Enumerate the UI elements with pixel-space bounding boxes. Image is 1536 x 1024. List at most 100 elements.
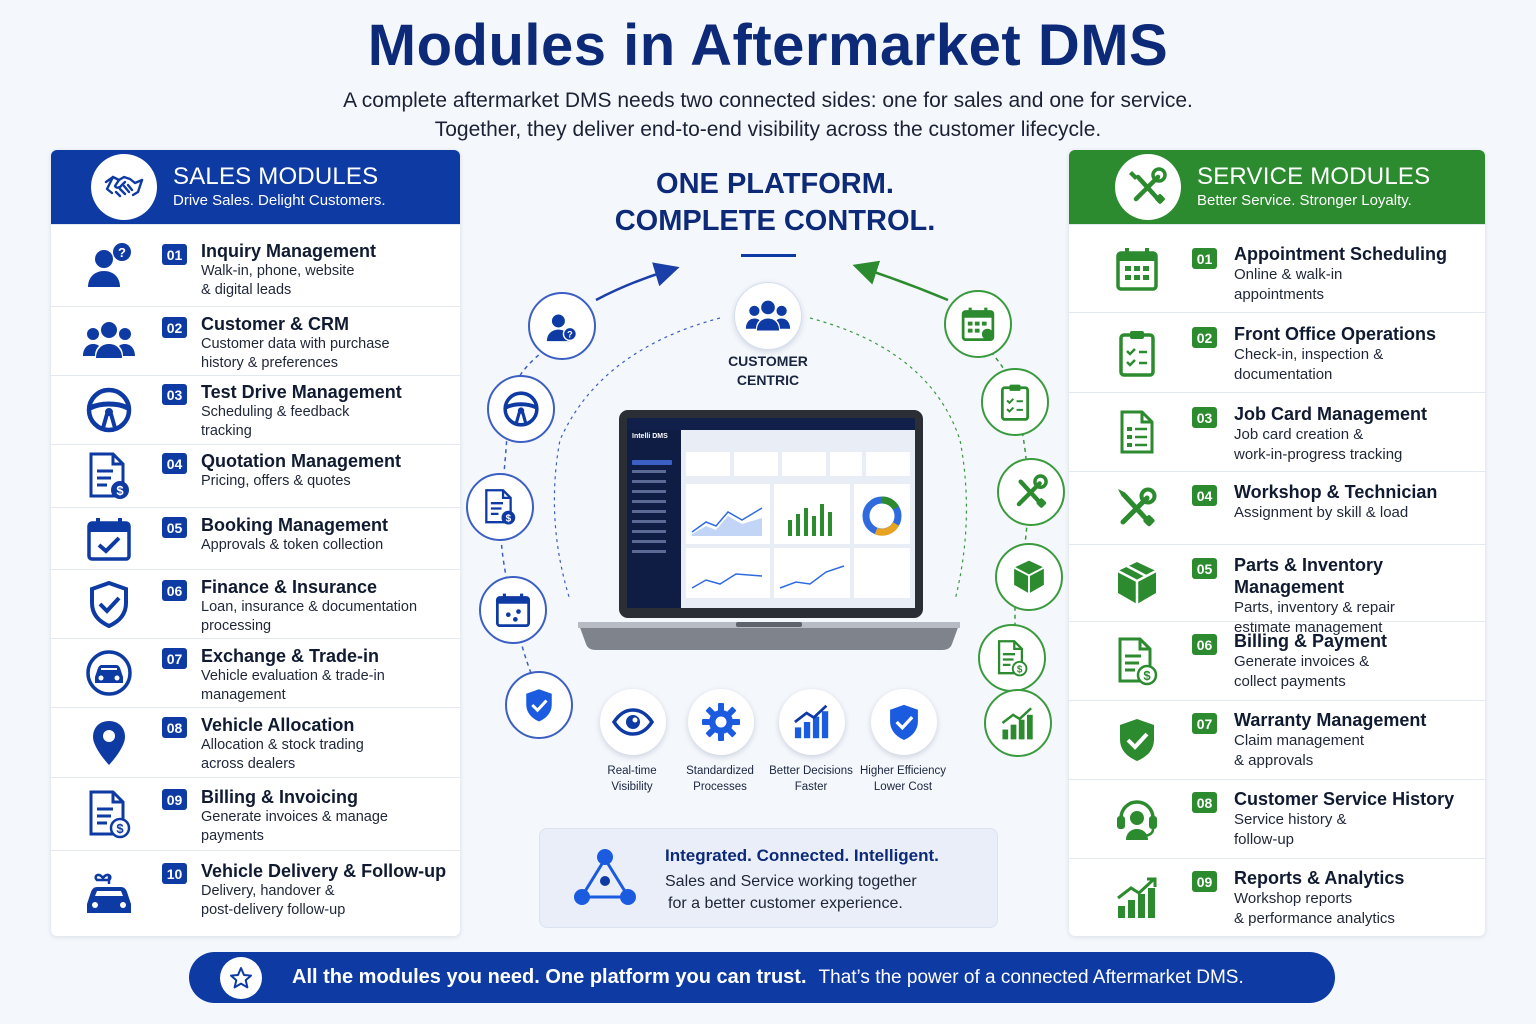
service-module-appointment[interactable]: 01 Appointment Scheduling Online & walk-… [1069, 224, 1485, 312]
service-item-title: Appointment Scheduling [1234, 244, 1447, 264]
benefit-label-line-2: Lower Cost [873, 781, 933, 793]
service-item-number: 07 [1192, 713, 1217, 734]
svg-text:$: $ [1017, 664, 1023, 675]
integrated-line-1: Sales and Service working together [665, 873, 917, 890]
sales-item-number: 06 [162, 580, 187, 601]
sales-item-desc: Vehicle evaluation & trade-in [201, 668, 385, 684]
orbit-shield-check-icon [505, 671, 573, 739]
service-item-desc: Workshop reports [1234, 890, 1353, 907]
customer-centric-line-1: CUSTOMER [728, 353, 808, 369]
benefit-label-line-1: Better Decisions [769, 765, 853, 777]
service-module-billing[interactable]: $ 06 Billing & Payment Generate invoices… [1069, 621, 1485, 700]
orbit-user-question-icon: ? [528, 292, 596, 360]
benefit-efficiency-label: Higher Efficiency Lower Cost [855, 763, 951, 795]
sales-module-allocation[interactable]: 08 Vehicle Allocation Allocation & stock… [51, 707, 460, 777]
service-item-number: 08 [1192, 792, 1217, 813]
svg-text:?: ? [118, 245, 126, 260]
warranty-shield-icon [1109, 712, 1165, 768]
service-item-desc: Online & walk-in [1234, 266, 1343, 283]
quote-document-icon: $ [81, 448, 137, 504]
orbit-quote-document-icon: $ [466, 473, 534, 541]
banner-bold-text: All the modules you need. One platform y… [292, 966, 807, 988]
sales-item-desc: tracking [201, 423, 252, 439]
page-title: Modules in Aftermarket DMS [367, 13, 1169, 78]
calendar-icon [1109, 241, 1165, 297]
sales-item-desc: Allocation & stock trading [201, 737, 364, 753]
subtitle-line-1: A complete aftermarket DMS needs two con… [343, 89, 1193, 112]
service-item-desc: appointments [1234, 286, 1325, 303]
service-panel-header: SERVICE MODULES Better Service. Stronger… [1069, 150, 1485, 224]
sales-item-title: Quotation Management [201, 451, 402, 471]
sales-item-desc: Approvals & token collection [201, 537, 384, 553]
service-item-desc: & approvals [1234, 752, 1314, 769]
service-item-desc: Check-in, inspection & [1234, 346, 1384, 363]
service-item-desc: estimate management [1234, 619, 1383, 636]
integrated-title: Integrated. Connected. Intelligent. [665, 846, 939, 865]
network-nodes-icon [574, 849, 636, 905]
center-tagline: ONE PLATFORM. COMPLETE CONTROL. [600, 166, 950, 240]
sales-item-title: Billing & Invoicing [201, 787, 358, 807]
tagline-line-1: ONE PLATFORM. [656, 168, 894, 200]
service-module-warranty[interactable]: 07 Warranty Management Claim management … [1069, 700, 1485, 779]
service-module-front-office[interactable]: 02 Front Office Operations Check-in, ins… [1069, 312, 1485, 392]
bar-trend-icon [779, 689, 845, 755]
service-module-history[interactable]: 08 Customer Service History Service hist… [1069, 779, 1485, 858]
sales-item-title: Vehicle Allocation [201, 715, 355, 735]
sales-item-number: 08 [162, 717, 187, 738]
sales-module-quotation[interactable]: $ 04 Quotation Management Pricing, offer… [51, 444, 460, 507]
sales-item-desc: Walk-in, phone, website [201, 263, 355, 279]
sales-module-exchange[interactable]: 07 Exchange & Trade-in Vehicle evaluatio… [51, 638, 460, 707]
sales-panel-title: SALES MODULES [173, 163, 379, 190]
service-item-title: Job Card Management [1234, 404, 1428, 424]
tagline-divider [741, 254, 796, 257]
service-item-number: 06 [1192, 634, 1217, 655]
service-item-title: Front Office Operations [1234, 324, 1437, 344]
benefit-label-line-2: Visibility [611, 781, 653, 793]
sales-module-booking[interactable]: 05 Booking Management Approvals & token … [51, 507, 460, 569]
invoice-icon: $ [81, 786, 137, 842]
customer-centric-label: CUSTOMER CENTRIC [708, 352, 828, 390]
gift-car-icon [81, 866, 137, 922]
sales-module-delivery[interactable]: 10 Vehicle Delivery & Follow-up Delivery… [51, 850, 460, 936]
sales-module-finance[interactable]: 06 Finance & Insurance Loan, insurance &… [51, 569, 460, 638]
integrated-description: Sales and Service working together for a… [665, 871, 985, 915]
service-item-number: 03 [1192, 407, 1217, 428]
wrench-screwdriver-icon [1109, 480, 1165, 536]
orbit-tools-icon [997, 458, 1065, 526]
sales-module-crm[interactable]: 02 Customer & CRM Customer data with pur… [51, 306, 460, 375]
service-module-reports[interactable]: 09 Reports & Analytics Workshop reports … [1069, 858, 1485, 936]
benefit-standardized-label: Standardized Processes [672, 763, 768, 795]
star-icon [220, 956, 262, 999]
tools-icon [1115, 154, 1181, 220]
service-item-number: 09 [1192, 871, 1217, 892]
users-group-icon [81, 313, 137, 369]
sales-item-desc: processing [201, 618, 272, 634]
service-module-workshop[interactable]: 04 Workshop & Technician Assignment by s… [1069, 471, 1485, 544]
benefit-label-line-2: Faster [794, 781, 828, 793]
benefit-label-line-1: Standardized [686, 765, 754, 777]
service-modules-panel: SERVICE MODULES Better Service. Stronger… [1069, 150, 1485, 936]
subtitle-line-2: Together, they deliver end-to-end visibi… [434, 118, 1102, 141]
service-item-title: Warranty Management [1234, 710, 1427, 730]
service-item-desc: Generate invoices & [1234, 653, 1370, 670]
sales-module-test-drive[interactable]: 03 Test Drive Management Scheduling & fe… [51, 375, 460, 444]
headset-icon [1109, 791, 1165, 847]
efficiency-shield-icon [871, 689, 937, 755]
sales-module-billing[interactable]: $ 09 Billing & Invoicing Generate invoic… [51, 777, 460, 850]
sales-item-desc: Pricing, offers & quotes [201, 473, 351, 489]
sales-item-desc: & digital leads [201, 282, 292, 298]
orbit-calendar-icon [479, 576, 547, 644]
service-item-desc: collect payments [1234, 673, 1346, 690]
service-module-parts[interactable]: 05 Parts & Inventory Management Parts, i… [1069, 544, 1485, 636]
laptop-brand: Intelli DMS [632, 433, 668, 440]
sales-item-number: 02 [162, 317, 187, 338]
gear-icon [688, 689, 754, 755]
service-panel-title: SERVICE MODULES [1197, 163, 1431, 190]
sales-module-inquiry[interactable]: ? 01 Inquiry Management Walk-in, phone, … [51, 224, 460, 306]
sales-item-desc: management [201, 687, 286, 703]
sales-item-desc: Generate invoices & manage [201, 809, 388, 825]
benefit-label-line-2: Processes [693, 781, 747, 793]
sales-item-title: Finance & Insurance [201, 577, 378, 597]
service-item-title: Reports & Analytics [1234, 868, 1405, 888]
service-module-job-card[interactable]: 03 Job Card Management Job card creation… [1069, 392, 1485, 471]
